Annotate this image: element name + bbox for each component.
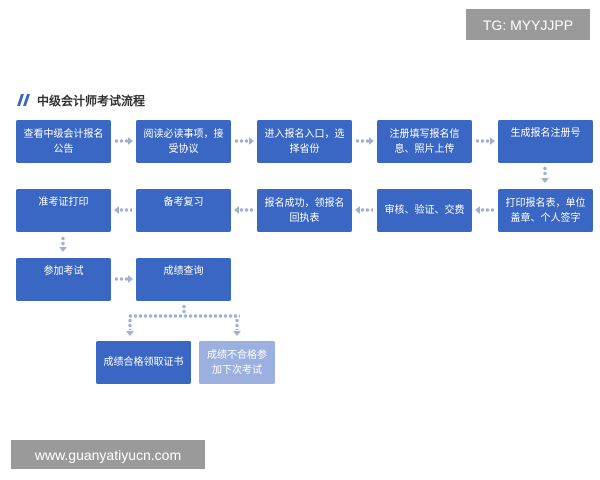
connector-dots [128, 318, 132, 330]
double-slash-icon [17, 94, 30, 106]
connector-dots [114, 139, 128, 143]
step-query-score: 成绩查询 [136, 258, 231, 301]
step-print-form: 打印报名表，单位盖章、个人签字 [498, 189, 593, 232]
result-fail: 成绩不合格参加下次考试 [199, 341, 275, 384]
connector-dots [119, 208, 132, 212]
connector-dots [128, 314, 240, 318]
arrow-right-icon [369, 137, 374, 145]
arrow-left-icon [114, 206, 119, 214]
step-take-exam: 参加考试 [16, 258, 111, 301]
diagram-title-text: 中级会计师考试流程 [37, 93, 146, 108]
diagram-title: 中级会计师考试流程 [17, 91, 145, 109]
arrow-down-icon [126, 331, 134, 336]
arrow-right-icon [249, 137, 254, 145]
connector-dots [114, 277, 128, 281]
step-generate-number: 生成报名注册号 [498, 120, 593, 163]
connector-dots [475, 139, 490, 143]
step-audit-pay: 审核、验证、交费 [377, 189, 472, 232]
connector-dots [543, 166, 547, 177]
connector-dots [235, 318, 239, 330]
connector-dots [355, 139, 369, 143]
arrow-down-icon [59, 247, 67, 252]
arrow-left-icon [355, 206, 360, 214]
step-print-admission: 准考证打印 [16, 189, 111, 232]
result-pass: 成绩合格领取证书 [96, 341, 191, 384]
step-review: 备考复习 [136, 189, 231, 232]
step-view-announcement: 查看中级会计报名公告 [16, 120, 111, 163]
connector-dots [239, 208, 253, 212]
arrow-down-icon [233, 331, 241, 336]
arrow-left-icon [234, 206, 239, 214]
connector-dots [61, 236, 65, 246]
arrow-right-icon [128, 137, 133, 145]
step-enter-portal: 进入报名入口，选择省份 [257, 120, 352, 163]
arrow-right-icon [128, 275, 133, 283]
watermark-bottom: www.guanyatiyucn.com [11, 440, 205, 469]
step-registration-success: 报名成功，领报名回执表 [257, 189, 352, 232]
connector-dots [360, 208, 373, 212]
step-register-info: 注册填写报名信息、照片上传 [377, 120, 472, 163]
step-read-notice: 阅读必读事项，接受协议 [136, 120, 231, 163]
arrow-left-icon [475, 206, 480, 214]
arrow-right-icon [490, 137, 495, 145]
connector-dots [234, 139, 249, 143]
connector-dots [480, 208, 494, 212]
arrow-down-icon [541, 178, 549, 183]
watermark-top: TG: MYYJJPP [466, 9, 590, 40]
connector-dots [182, 304, 186, 314]
